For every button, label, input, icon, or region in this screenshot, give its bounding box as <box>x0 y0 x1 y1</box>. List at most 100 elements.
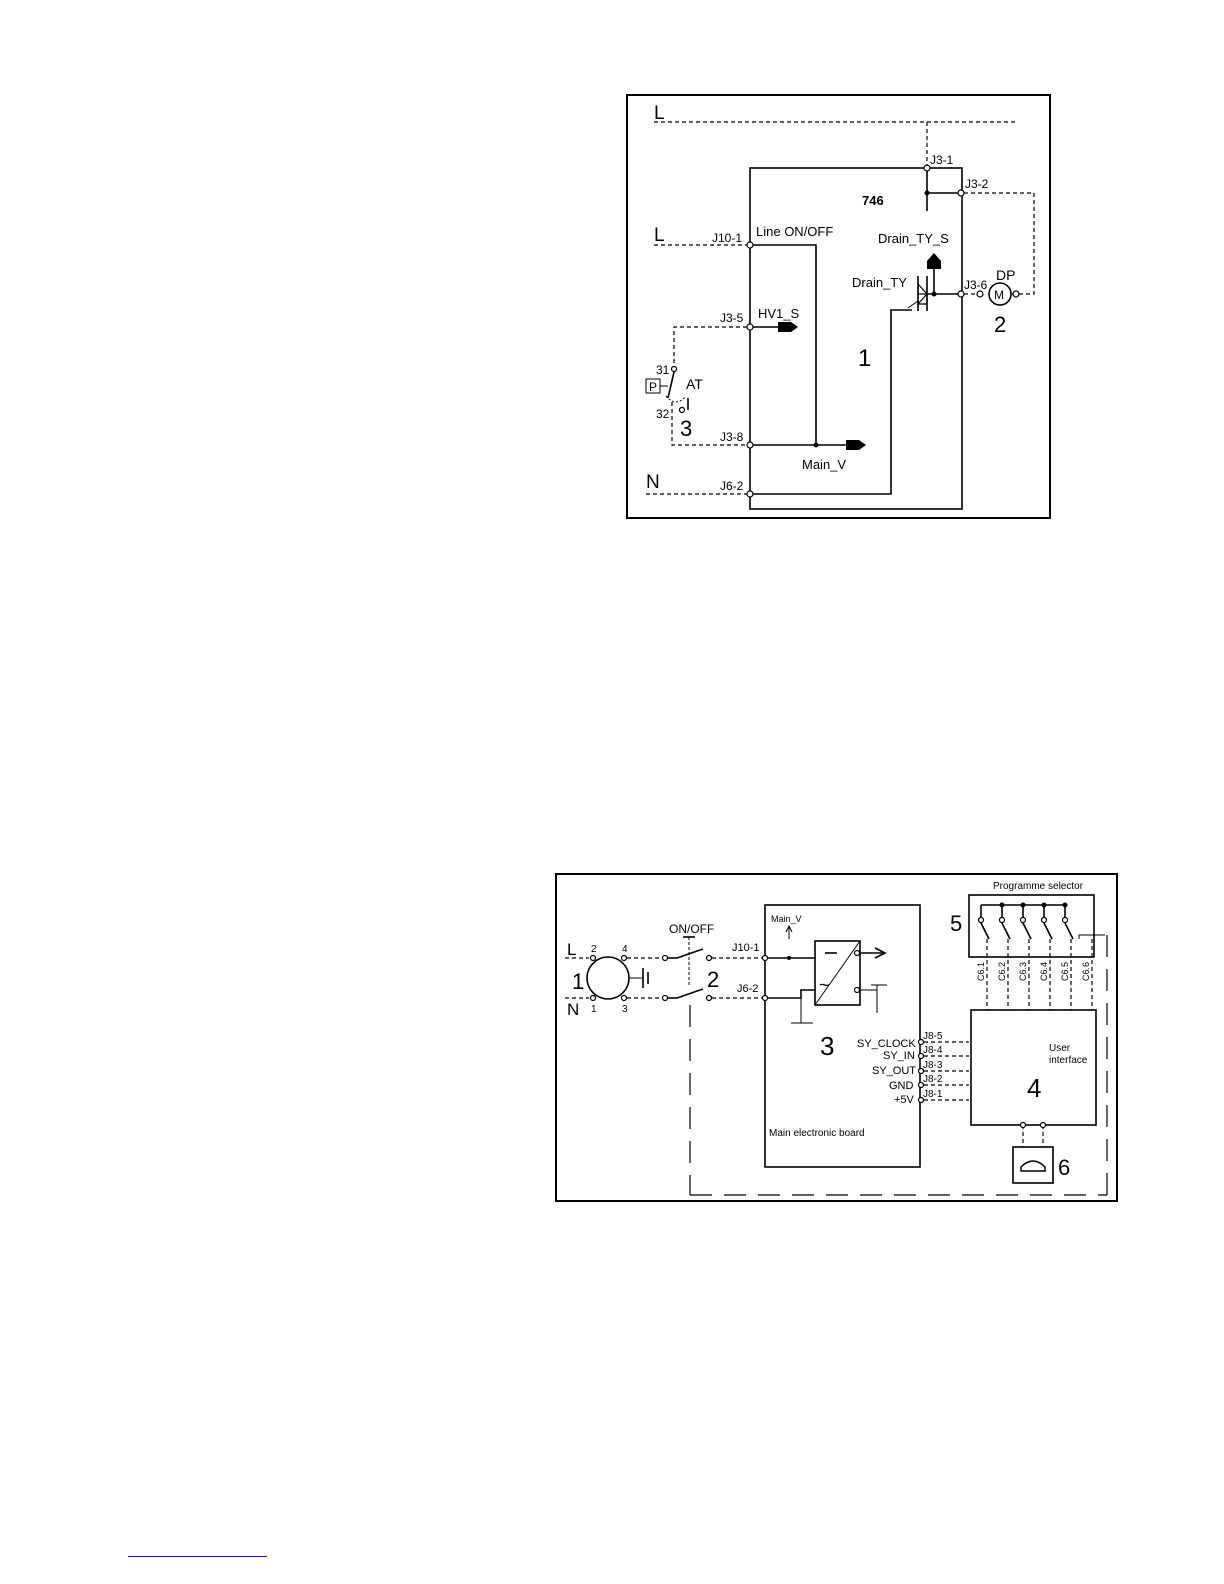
c6-1-label: C6.1 <box>976 962 986 981</box>
j6-2-label: J6-2 <box>720 479 744 493</box>
pin-2-label: 2 <box>591 944 597 955</box>
triac-icon <box>907 276 929 311</box>
drain-pump-wiring-diagram: L J3-1 J3-2 746 L J10-1 Line ON/OFF Drai… <box>626 94 1051 519</box>
j10-1-label: J10-1 <box>732 942 760 954</box>
buzzer-outline <box>1012 1146 1054 1184</box>
code-label: 746 <box>862 193 884 208</box>
main-v-arrow-icon <box>785 924 793 933</box>
j8-2-label: J8-2 <box>923 1074 943 1085</box>
number-3-label: 3 <box>820 1031 834 1061</box>
j8-4-label: J8-4 <box>923 1045 943 1056</box>
line-l-mid-label: L <box>654 225 665 246</box>
pressure-switch-icon <box>660 371 689 414</box>
selector-switch-icons <box>977 902 1105 940</box>
board-outline <box>749 167 963 510</box>
j8-3-terminal <box>917 1067 925 1075</box>
power-supply-icon: ~ <box>814 940 861 1006</box>
pin-3-label: 3 <box>622 1004 628 1015</box>
user-interface-label-line2: interface <box>1049 1055 1088 1066</box>
terminal-32-label: 32 <box>656 407 670 421</box>
motor-icon <box>988 282 1012 306</box>
dp-label: DP <box>996 267 1015 283</box>
j3-5-external-wire <box>673 326 747 366</box>
j6-2-terminal <box>746 490 754 498</box>
junction-dot <box>924 190 930 196</box>
number-4-label: 4 <box>1027 1073 1041 1103</box>
buzzer-icon <box>1020 1160 1046 1172</box>
line-onoff-label: Line ON/OFF <box>756 224 833 239</box>
number-1-label: 1 <box>858 345 871 372</box>
terminal-31 <box>670 365 678 373</box>
j10-1-label: J10-1 <box>712 231 742 245</box>
number-1-label: 1 <box>572 969 584 994</box>
sy-clock-label: SY_CLOCK <box>857 1038 916 1050</box>
junction-dot <box>787 956 791 960</box>
j3-8-label: J3-8 <box>720 430 744 444</box>
pin-1-terminal <box>589 994 597 1002</box>
filter-icon <box>586 956 630 1000</box>
main-board-label: Main electronic board <box>769 1128 865 1139</box>
programme-selector-label: Programme selector <box>993 881 1084 892</box>
drain-ty-s-arrow-icon <box>927 253 941 269</box>
j3-6-label: J3-6 <box>964 278 988 292</box>
user-interface-outline <box>970 1009 1097 1126</box>
drain-pump-wiring-svg: L J3-1 J3-2 746 L J10-1 Line ON/OFF Drai… <box>645 103 1035 510</box>
sy-in-label: SY_IN <box>883 1050 915 1062</box>
j8-1-terminal <box>917 1096 925 1104</box>
line-l-label: L <box>567 940 576 959</box>
onoff-switch-icon <box>661 936 713 1002</box>
j8-1-label: J8-1 <box>923 1089 943 1100</box>
c6-5-label: C6.5 <box>1060 962 1070 981</box>
line-n-label: N <box>646 472 660 493</box>
drain-ty-label: Drain_TY <box>852 275 907 290</box>
ps-terminal <box>853 986 861 994</box>
buzzer-terminal-left <box>1019 1121 1027 1129</box>
number-2-label: 2 <box>994 312 1006 337</box>
c6-4-label: C6.4 <box>1039 962 1049 981</box>
j3-5-label: J3-5 <box>720 311 744 325</box>
j3-1-label: J3-1 <box>930 153 954 167</box>
j3-2-label: J3-2 <box>965 177 989 191</box>
junction-dot <box>931 291 937 297</box>
number-6-label: 6 <box>1058 1155 1070 1180</box>
number-2-label: 2 <box>707 967 719 992</box>
hv1-s-arrow-icon <box>778 322 798 332</box>
c6-6-label: C6.6 <box>1081 962 1091 981</box>
gnd-label: GND <box>889 1080 914 1092</box>
sy-out-label: SY_OUT <box>872 1065 916 1077</box>
plus-5v-label: +5V <box>894 1094 915 1106</box>
j3-8-terminal <box>746 441 754 449</box>
board-n-wire <box>768 989 815 999</box>
pressure-symbol-label: P <box>649 380 657 394</box>
number-5-label: 5 <box>950 911 962 936</box>
j3-2-terminal <box>957 189 965 197</box>
line-onoff-wire <box>753 244 817 444</box>
number-3-label: 3 <box>680 416 692 441</box>
j6-2-terminal <box>761 994 769 1002</box>
j8-3-label: J8-3 <box>923 1060 943 1071</box>
j10-1-terminal <box>761 954 769 962</box>
line-l-top-label: L <box>654 103 665 124</box>
main-v-label: Main_V <box>802 457 846 472</box>
c6-connector-wires <box>986 939 1093 1010</box>
c6-2-label: C6.2 <box>997 962 1007 981</box>
programme-selector-outline <box>968 894 1095 958</box>
drain-ty-s-label: Drain_TY_S <box>878 231 949 246</box>
j8-5-label: J8-5 <box>923 1031 943 1042</box>
pin-2-terminal <box>589 954 597 962</box>
user-interface-label-line1: User <box>1049 1043 1071 1054</box>
j8-5-terminal <box>917 1038 925 1046</box>
c6-connector-labels: C6.1 C6.2 C6.3 C6.4 C6.5 C6.6 <box>976 962 1091 981</box>
svg-text:~: ~ <box>819 975 830 995</box>
j8-4-terminal <box>917 1052 925 1060</box>
junction-dot <box>813 442 819 448</box>
pin-4-label: 4 <box>622 944 628 955</box>
board-ground-wire <box>791 998 813 1024</box>
ps-terminal <box>853 949 861 957</box>
footer-rule <box>128 1556 267 1557</box>
dp-terminal-right <box>1012 290 1020 298</box>
dp-terminal-left <box>976 290 984 298</box>
user-interface-wiring-diagram: L N 2 4 1 3 1 ON/OFF <box>555 873 1118 1202</box>
drain-ty-gate-wire <box>753 309 912 495</box>
ps-output-arrow-icon <box>874 947 887 959</box>
